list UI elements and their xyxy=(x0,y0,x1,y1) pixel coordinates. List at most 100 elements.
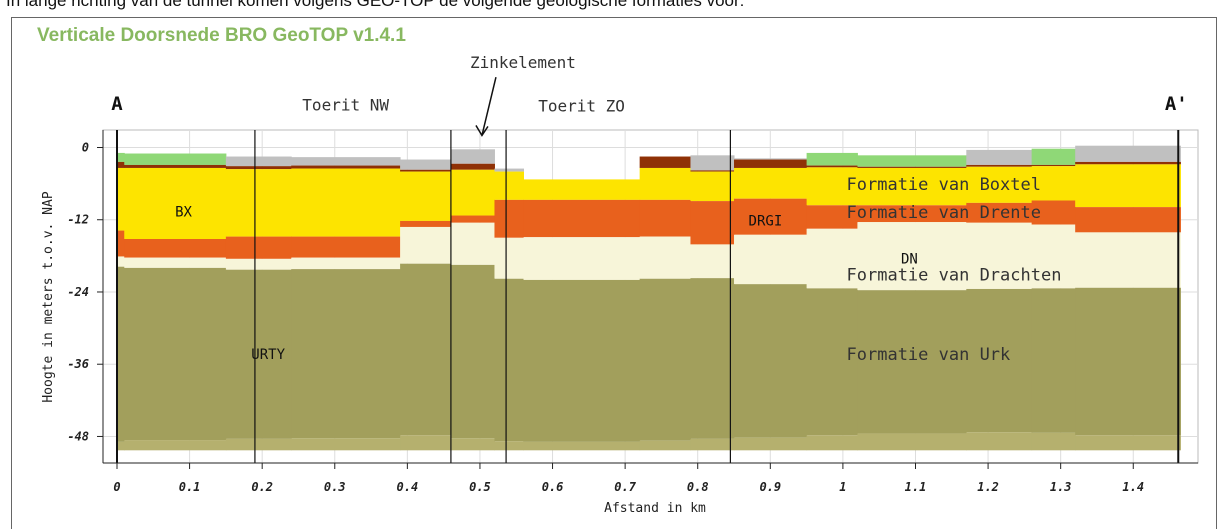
drachten-layer xyxy=(1031,224,1076,289)
urk-bottom-layer xyxy=(523,441,641,451)
urk-bottom-layer xyxy=(806,435,858,451)
x-tick-label: 0.6 xyxy=(542,480,564,494)
urk-bottom-layer xyxy=(690,438,735,451)
drente-layer xyxy=(400,220,452,227)
urk-bottom-layer xyxy=(639,440,691,451)
drente-layer xyxy=(523,199,641,238)
urk-layer xyxy=(690,278,735,439)
urk-layer xyxy=(966,288,1033,433)
layer-code-label: URTY xyxy=(251,347,285,363)
region-label: Toerit ZO xyxy=(538,97,625,116)
anthropogenic-layer xyxy=(225,166,292,170)
urk-bottom-layer xyxy=(450,438,495,451)
surface-layer xyxy=(1031,148,1076,165)
urk-bottom-layer xyxy=(857,433,967,451)
annotation-arrow-head xyxy=(475,125,489,137)
drente-layer xyxy=(857,205,967,223)
drachten-layer xyxy=(690,244,735,279)
boxtel-layer xyxy=(1075,164,1181,208)
x-tick-label: 1.2 xyxy=(977,480,999,494)
urk-bottom-layer xyxy=(734,437,808,451)
anthropogenic-layer xyxy=(806,165,858,168)
drente-layer xyxy=(117,230,125,257)
boxtel-layer xyxy=(450,169,495,216)
x-tick-label: 1.4 xyxy=(1122,480,1144,494)
x-tick-label: 0.9 xyxy=(759,480,781,494)
y-axis-label: Hoogte in meters t.o.v. NAP xyxy=(41,191,56,402)
chart-title: Verticale Doorsnede BRO GeoTOP v1.4.1 xyxy=(37,25,406,46)
drente-layer xyxy=(806,205,858,229)
urk-bottom-layer xyxy=(1075,435,1181,451)
drente-layer xyxy=(225,236,292,259)
layer-code-label: BX xyxy=(175,204,192,220)
drente-layer xyxy=(494,199,525,238)
x-tick-label: 0.1 xyxy=(179,480,201,494)
drachten-layer xyxy=(117,256,125,267)
urk-layer xyxy=(400,263,452,436)
x-tick-label: 0.2 xyxy=(251,480,273,494)
x-tick-label: 1.3 xyxy=(1050,480,1072,494)
y-tick-label: -12 xyxy=(67,213,89,227)
urk-bottom-layer xyxy=(400,435,452,451)
urk-layer xyxy=(857,290,967,434)
drente-layer xyxy=(1031,200,1076,225)
y-tick-label: -24 xyxy=(67,285,89,299)
drachten-layer xyxy=(400,226,452,264)
drachten-layer xyxy=(857,222,967,291)
urk-layer xyxy=(806,288,858,436)
surface-layer xyxy=(494,168,525,172)
boxtel-layer xyxy=(400,171,452,221)
boxtel-layer xyxy=(124,167,227,240)
surface-layer xyxy=(734,158,808,160)
urk-bottom-layer xyxy=(966,432,1033,451)
urk-layer xyxy=(1031,288,1076,433)
urk-layer xyxy=(117,266,125,442)
anthropogenic-layer xyxy=(734,159,808,168)
layer-code-label: DRGI xyxy=(749,213,783,229)
annotation-arrow xyxy=(481,77,497,136)
urk-layer xyxy=(225,269,292,439)
formation-label: Formatie van Urk xyxy=(847,345,1011,365)
geology-layers xyxy=(117,145,1181,451)
surface-layer xyxy=(225,156,292,167)
x-tick-label: 1 xyxy=(839,480,846,494)
anthropogenic-layer xyxy=(1075,161,1181,165)
drente-layer xyxy=(1075,207,1181,233)
region-label: Toerit NW xyxy=(302,95,389,114)
urk-bottom-layer xyxy=(117,441,125,451)
x-tick-label: 0.7 xyxy=(614,480,636,494)
x-tick-label: 0.5 xyxy=(469,480,491,494)
formation-label: Formatie van Drente xyxy=(847,203,1041,223)
x-tick-label: 0.3 xyxy=(324,480,346,494)
urk-layer xyxy=(1075,287,1181,436)
surface-layer xyxy=(1075,145,1181,162)
urk-bottom-layer xyxy=(291,438,401,451)
urk-layer xyxy=(124,267,227,441)
anthropogenic-layer xyxy=(690,170,735,172)
surface-layer xyxy=(966,149,1033,165)
x-tick-label: 0 xyxy=(113,480,120,494)
boxtel-layer xyxy=(117,167,125,231)
boxtel-layer xyxy=(690,171,735,202)
drachten-layer xyxy=(494,237,525,279)
anthropogenic-layer xyxy=(1031,164,1076,167)
anthropogenic-layer xyxy=(450,163,495,170)
surface-layer xyxy=(806,152,858,166)
boxtel-layer xyxy=(734,167,808,199)
anthropogenic-layer xyxy=(400,169,452,172)
drente-layer xyxy=(291,236,401,258)
drachten-layer xyxy=(450,222,495,265)
anthropogenic-layer xyxy=(117,161,125,168)
figure-frame xyxy=(11,17,1217,529)
drente-layer xyxy=(124,239,227,258)
x-tick-label: 1.1 xyxy=(905,480,927,494)
anthropogenic-layer xyxy=(124,164,227,168)
surface-layer xyxy=(117,152,125,162)
drente-layer xyxy=(966,202,1033,223)
drachten-layer xyxy=(1075,232,1181,288)
surface-layer xyxy=(690,155,735,171)
boxtel-layer xyxy=(1031,166,1076,201)
y-tick-label: -48 xyxy=(67,429,89,443)
